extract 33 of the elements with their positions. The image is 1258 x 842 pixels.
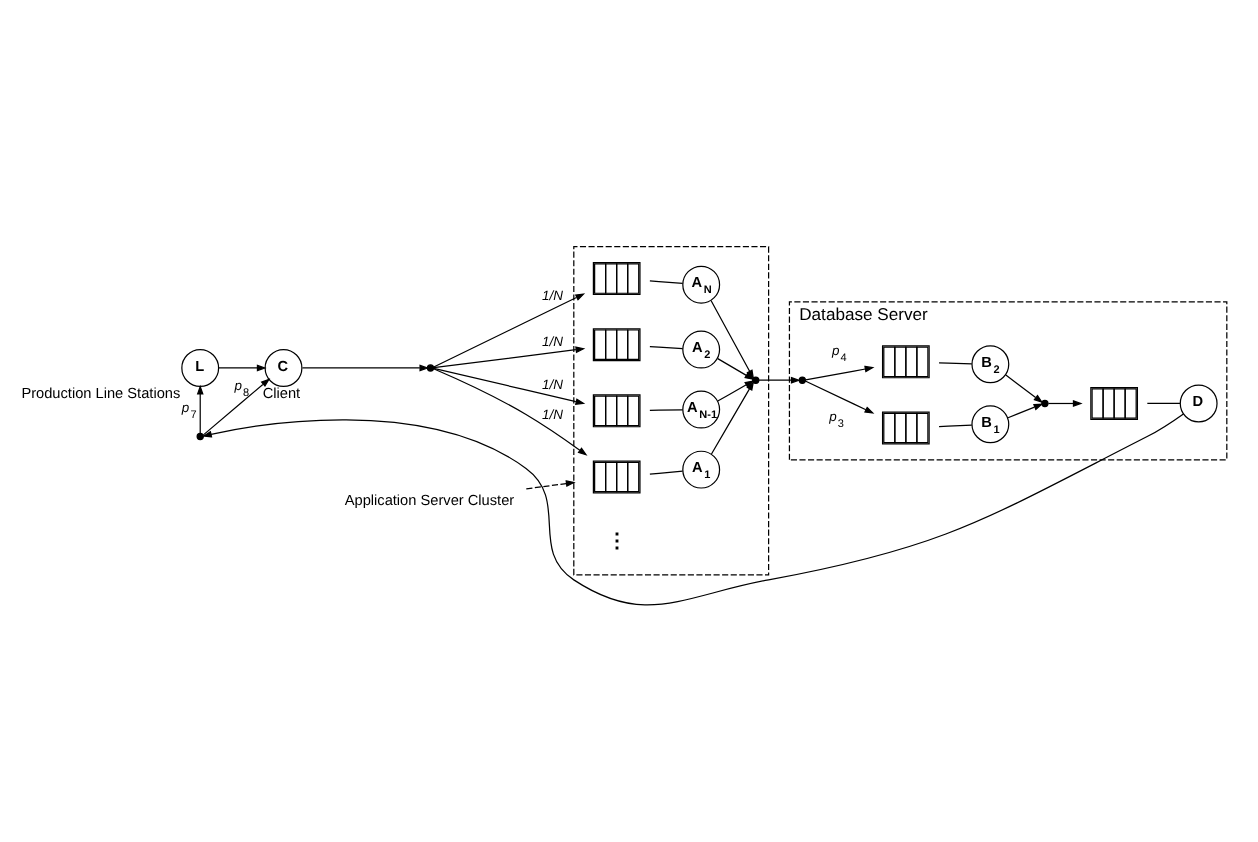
- arrow: [433, 367, 586, 405]
- arrow: [710, 299, 755, 380]
- connector: [1146, 402, 1181, 405]
- node-dot: [798, 376, 806, 384]
- node-dot: [196, 432, 204, 441]
- label: ⋮: [606, 530, 627, 553]
- arrow: [710, 380, 755, 455]
- arrow: [717, 358, 755, 381]
- connector: [938, 362, 973, 365]
- arrow: [758, 376, 801, 384]
- arrow: [433, 346, 586, 369]
- arrow: [804, 380, 875, 414]
- connector: [649, 409, 684, 411]
- arrow: [202, 378, 271, 436]
- connector: [649, 280, 684, 284]
- connector: [649, 346, 684, 350]
- arrow: [432, 368, 588, 456]
- arrow: [1047, 400, 1083, 407]
- arrow: [301, 364, 430, 372]
- arrow: [1005, 374, 1044, 404]
- node-dot: [426, 364, 435, 372]
- arrow: [433, 293, 586, 368]
- arrow: [196, 384, 204, 434]
- node-dot: [1041, 399, 1049, 408]
- arrow: [202, 413, 1185, 606]
- arrow: [805, 365, 875, 381]
- connector: [649, 470, 684, 475]
- arrow: [218, 364, 267, 372]
- arrow: [1007, 403, 1044, 419]
- arrow: [525, 480, 576, 490]
- node-dot: [752, 376, 760, 384]
- connector: [938, 424, 973, 428]
- arrow: [717, 380, 755, 402]
